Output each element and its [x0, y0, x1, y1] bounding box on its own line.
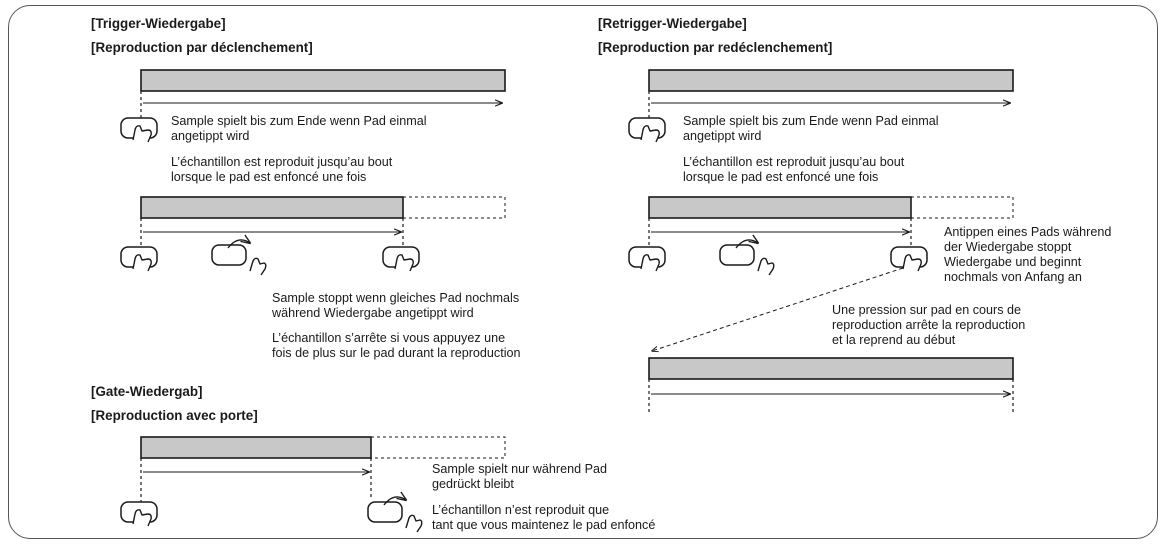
pad-press-icon [628, 246, 666, 272]
trigger-case1-fr-line2: lorsque le pad est enfoncé une fois [171, 170, 367, 184]
trigger-case2-de-line1: Sample stoppt wenn gleiches Pad nochmals [272, 291, 520, 305]
trigger-diagram [120, 69, 506, 275]
retrigger-bar-stopped [648, 196, 912, 219]
pad-press-icon [120, 501, 158, 527]
retrigger-case1-fr-line1: L’échantillon est reproduit jusqu’au bou… [683, 155, 905, 169]
retrigger-case2-de-line1: Antippen eines Pads während [944, 225, 1112, 239]
retrigger-case1-fr-line2: lorsque le pad est enfoncé une fois [683, 170, 879, 184]
retrigger-diagram [628, 69, 1014, 412]
pad-press-icon [382, 246, 420, 272]
retrigger-case2-fr-line1: Une pression sur pad en cours de [832, 303, 1022, 317]
trigger-case1-fr-line1: L’échantillon est reproduit jusqu’au bou… [171, 155, 393, 169]
gate-de-line2: gedrückt bleibt [432, 477, 514, 491]
retrigger-bar-full [648, 69, 1014, 92]
pad-release-icon [720, 240, 774, 275]
restart-arrow [652, 267, 904, 351]
gate-diagram [120, 436, 506, 532]
retrigger-case2-fr-line2: reproduction arrête la reproduction [832, 318, 1026, 332]
gate-fr-line1: L’échantillon n’est reproduit que [432, 503, 610, 517]
retrigger-case1-de-line1: Sample spielt bis zum Ende wenn Pad einm… [683, 114, 939, 128]
pad-press-icon [120, 117, 158, 143]
pad-press-icon [120, 246, 158, 272]
trigger-case2-de-line2: während Wiedergabe angetippt wird [272, 306, 474, 320]
trigger-case2-fr-line1: L’échantillon s’arrête si vous appuyez u… [272, 331, 506, 345]
retrigger-title-fr: [Reproduction par redéclenchement] [598, 40, 833, 55]
trigger-case1-de-line1: Sample spielt bis zum Ende wenn Pad einm… [171, 114, 427, 128]
retrigger-case2-de-line2: der Wiedergabe stoppt [944, 240, 1072, 254]
retrigger-case1-de-line2: angetippt wird [683, 129, 762, 143]
trigger-case2-fr-line2: fois de plus sur le pad durant la reprod… [272, 346, 521, 360]
retrigger-bar-restart [648, 357, 1014, 380]
gate-title-de: [Gate-Wiedergab] [91, 384, 203, 399]
pad-release-icon [212, 240, 266, 275]
pad-press-icon [890, 246, 928, 272]
trigger-title-fr: [Reproduction par déclenchement] [91, 40, 313, 55]
retrigger-title-de: [Retrigger-Wiedergabe] [598, 16, 747, 31]
gate-fr-line2: tant que vous maintenez le pad enfoncé [432, 518, 656, 532]
diagram-frame [8, 5, 1158, 539]
pad-release-icon [368, 497, 422, 532]
trigger-case1-de-line2: angetippt wird [171, 129, 250, 143]
trigger-bar-full [140, 69, 506, 92]
trigger-title-de: [Trigger-Wiedergabe] [91, 16, 226, 31]
retrigger-case2-de-line4: nochmals von Anfang an [944, 270, 1082, 284]
retrigger-case2-de-line3: Wiedergabe und beginnt [944, 255, 1082, 269]
gate-bar [140, 436, 372, 459]
trigger-bar-stopped [140, 196, 404, 219]
gate-title-fr: [Reproduction avec porte] [91, 408, 258, 423]
retrigger-case2-fr-line3: et la reprend au début [832, 333, 956, 347]
gate-de-line1: Sample spielt nur während Pad [432, 462, 608, 476]
pad-press-icon [628, 117, 666, 143]
